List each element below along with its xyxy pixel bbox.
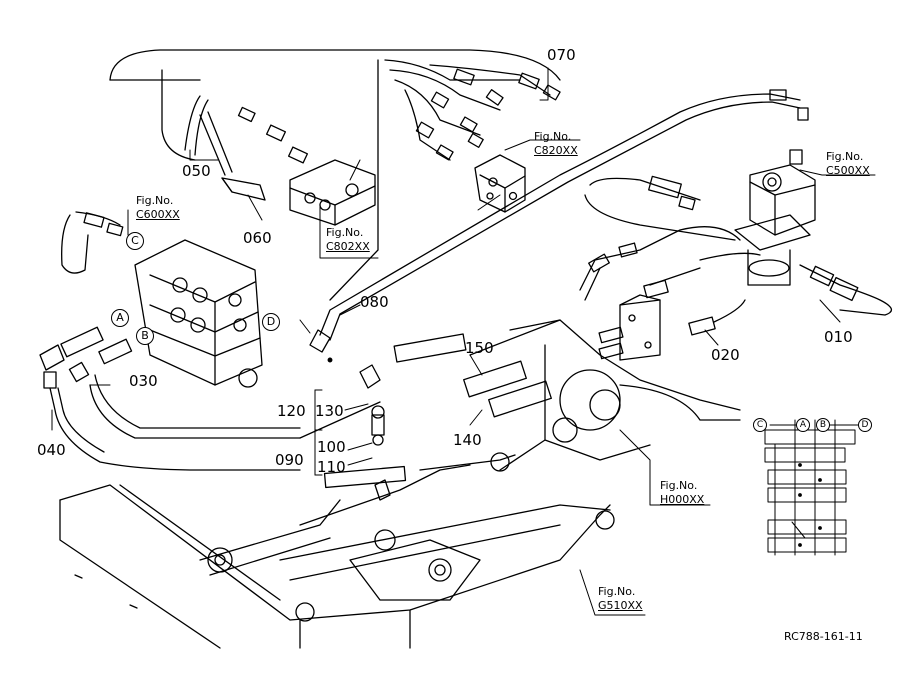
port-marker-d: D (262, 313, 280, 331)
part-label-100: 100 (317, 438, 346, 456)
part-label-050: 050 (182, 162, 211, 180)
part-label-040: 040 (37, 441, 66, 459)
valve-block-c802 (199, 106, 376, 226)
drawing-code: RC788-161-11 (784, 630, 863, 643)
port-marker-b: B (136, 327, 154, 345)
legend-port-c: C (753, 418, 767, 432)
part-label-060: 060 (243, 229, 272, 247)
legend-port-b: B (816, 418, 830, 432)
part-label-150: 150 (465, 339, 494, 357)
hose-fittings-070 (415, 68, 561, 161)
cylinders (299, 333, 552, 526)
hose-030-040 (39, 326, 381, 471)
part-label-120: 120 (277, 402, 306, 420)
distributor-c500 (584, 149, 892, 316)
hose-020 (579, 226, 761, 361)
part-label-090: 090 (275, 451, 304, 469)
valve-block-c820 (474, 154, 526, 213)
loader-boom-g510 (59, 484, 615, 649)
part-label-020: 020 (711, 346, 740, 364)
part-label-080: 080 (360, 293, 389, 311)
fig-ref-c820: Fig.No.C820XX (534, 130, 578, 157)
fig-ref-c802: Fig.No.C802XX (326, 226, 370, 253)
part-label-140: 140 (453, 431, 482, 449)
long-hose-080 (309, 89, 809, 353)
port-marker-c: C (126, 232, 144, 250)
legend-port-a: A (796, 418, 810, 432)
legend-port-d: D (858, 418, 872, 432)
part-label-010: 010 (824, 328, 853, 346)
port-marker-a: A (111, 309, 129, 327)
port-legend-table (764, 419, 861, 556)
frame-h000 (469, 319, 741, 471)
part-label-030: 030 (129, 372, 158, 390)
fig-ref-g510: Fig.No.G510XX (598, 585, 643, 612)
leader-lines (51, 67, 876, 616)
part-label-070: 070 (547, 46, 576, 64)
control-valve-c600 (61, 211, 263, 388)
upper-hose-loop (109, 49, 561, 301)
part-label-130: 130 (315, 402, 344, 420)
fig-ref-c500: Fig.No.C500XX (826, 150, 870, 177)
fig-ref-c600: Fig.No.C600XX (136, 194, 180, 221)
part-label-110: 110 (317, 458, 346, 476)
fig-ref-h000: Fig.No.H000XX (660, 479, 705, 506)
